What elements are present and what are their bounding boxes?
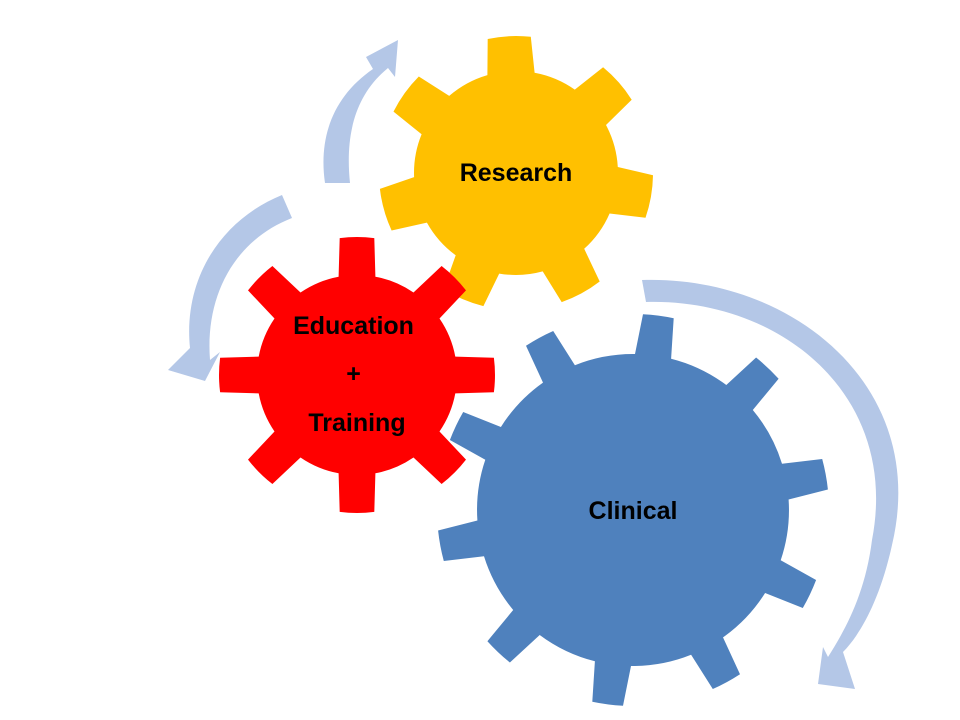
education-gear: Education + Training — [219, 237, 495, 513]
clinical-label: Clinical — [589, 497, 678, 525]
research-gear: Research — [379, 36, 653, 307]
research-label: Research — [460, 159, 573, 187]
education-gear-shape — [219, 237, 495, 513]
cycle-arrow-left — [168, 195, 292, 381]
research-gear-shape — [379, 36, 653, 307]
clinical-gear: Clinical — [438, 314, 828, 706]
clinical-gear-shape — [438, 314, 828, 706]
cycle-arrows — [168, 40, 899, 689]
education-label: Education + Training — [293, 312, 421, 437]
cycle-arrow-upper-left — [323, 40, 398, 183]
gears: Research Education + Training Clinical — [219, 36, 828, 706]
